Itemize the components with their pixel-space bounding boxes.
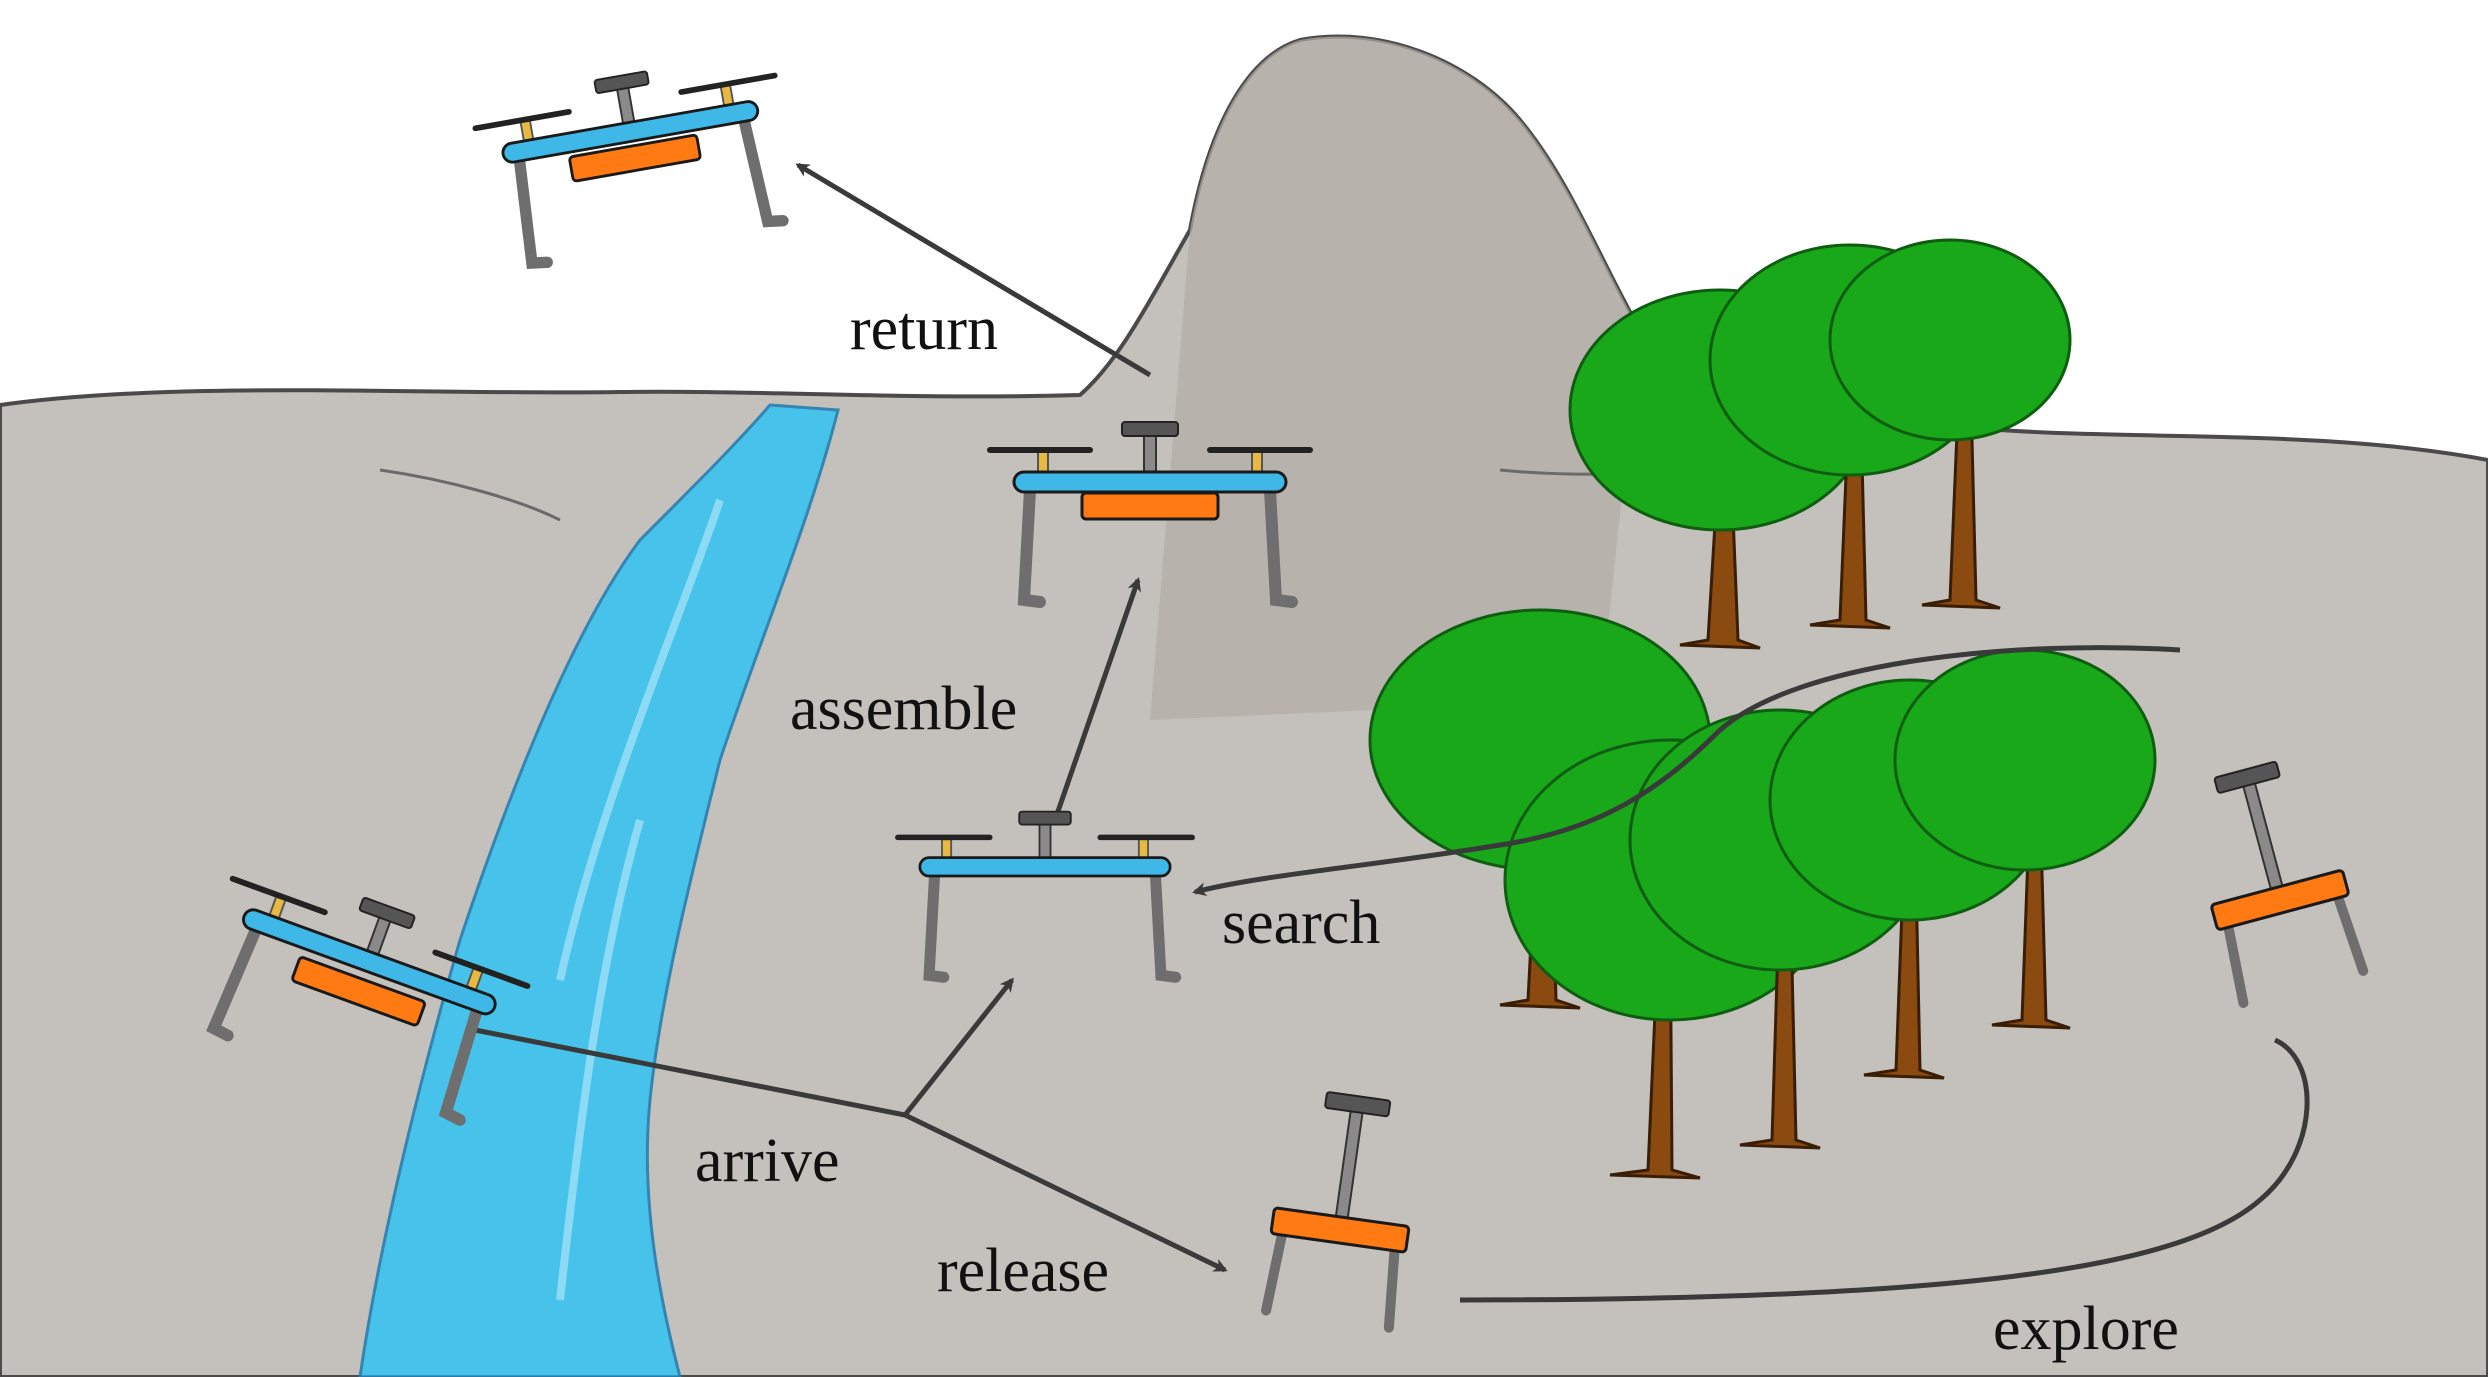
search-path (1192, 645, 2181, 896)
tree (1828, 238, 2072, 610)
label-arrive: arrive (695, 1127, 840, 1195)
tree (1893, 648, 2157, 1030)
forest (1368, 238, 2157, 1180)
label-assemble: assemble (790, 675, 1018, 743)
label-release: release (937, 1237, 1110, 1305)
label-explore: explore (1993, 1295, 2179, 1363)
ground-module-released (1261, 1091, 1411, 1333)
water-highlight (556, 498, 724, 1301)
label-return: return (850, 295, 999, 363)
returning-drone (471, 49, 800, 270)
assemble-arrow (1052, 577, 1142, 821)
return-arrow (795, 162, 1152, 378)
ground-module-exploring (2209, 760, 2369, 1008)
release-arrow (474, 1027, 1228, 1273)
explore-path (1459, 1037, 2310, 1303)
label-search: search (1222, 889, 1381, 957)
arrive-arrow (903, 977, 1014, 1117)
waterfall-river (358, 403, 840, 1377)
